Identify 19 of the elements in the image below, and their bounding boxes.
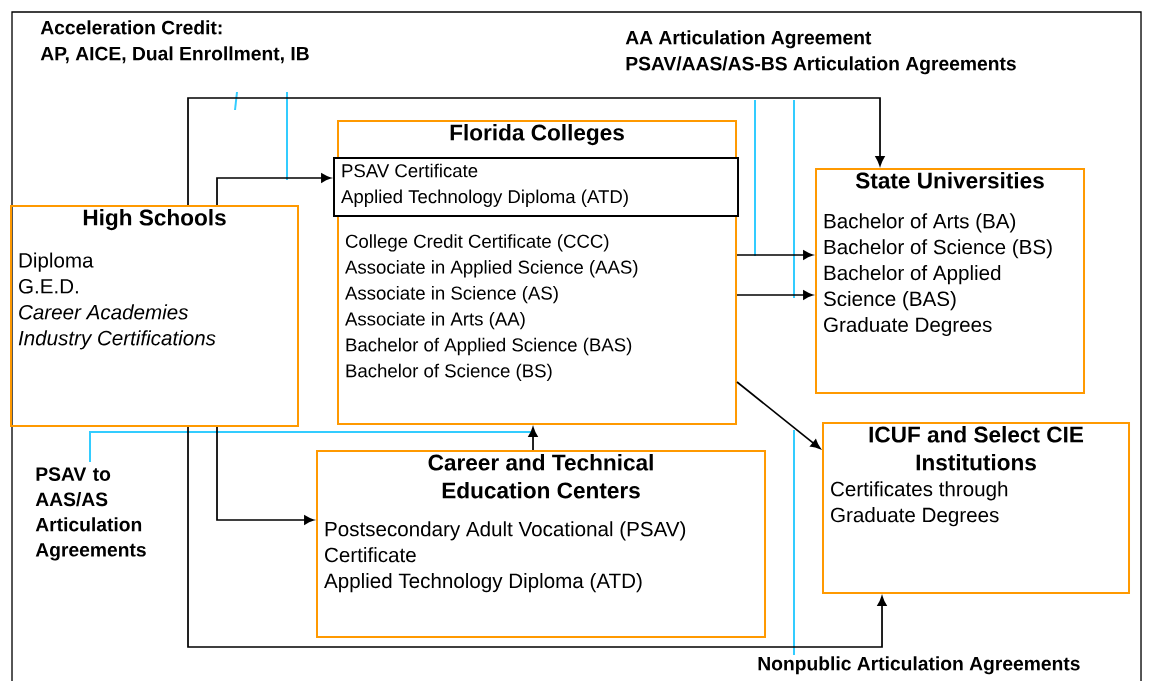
arrow xyxy=(528,427,538,451)
center-box: Career and Technical Education Centers Postsecondary Adult Vocational (PSAV) Certificate Applied Technology Diploma (ATD) xyxy=(316,450,766,638)
agreement-label: PSAV/AAS/AS-BS Articulation Agreements xyxy=(626,56,1016,75)
arrow xyxy=(187,97,885,206)
agreement-label: AA Articulation Agreement xyxy=(625,30,872,49)
arrow xyxy=(216,426,314,525)
agreement-label: Acceleration Credit: xyxy=(40,20,222,35)
university-box: State Universities Bachelor of Arts (BA) Bachelor of Science (BS) Bachelor of Applied Science (BAS) Graduate Degrees xyxy=(815,168,1085,394)
arrow xyxy=(736,250,813,260)
agreement-label: PSAV to AAS/AS Articulation Agreements xyxy=(35,467,146,561)
arrow xyxy=(736,381,821,449)
institution-box: ICUF and Select CIE Institutions Certificates through Graduate Degrees xyxy=(822,422,1130,594)
arrow xyxy=(736,290,813,300)
arrow xyxy=(216,173,331,206)
school-box: High Schools Diploma G.E.D. Career Academies Industry Certifications xyxy=(10,205,299,427)
agreement-label: AP, AICE, Dual Enrollment, IB xyxy=(40,46,309,64)
arrow xyxy=(187,426,887,648)
certificate-box: PSAV Certificate Applied Technology Diploma (ATD) xyxy=(333,157,739,217)
agreement-label: Nonpublic Articulation Agreements xyxy=(758,656,1080,675)
